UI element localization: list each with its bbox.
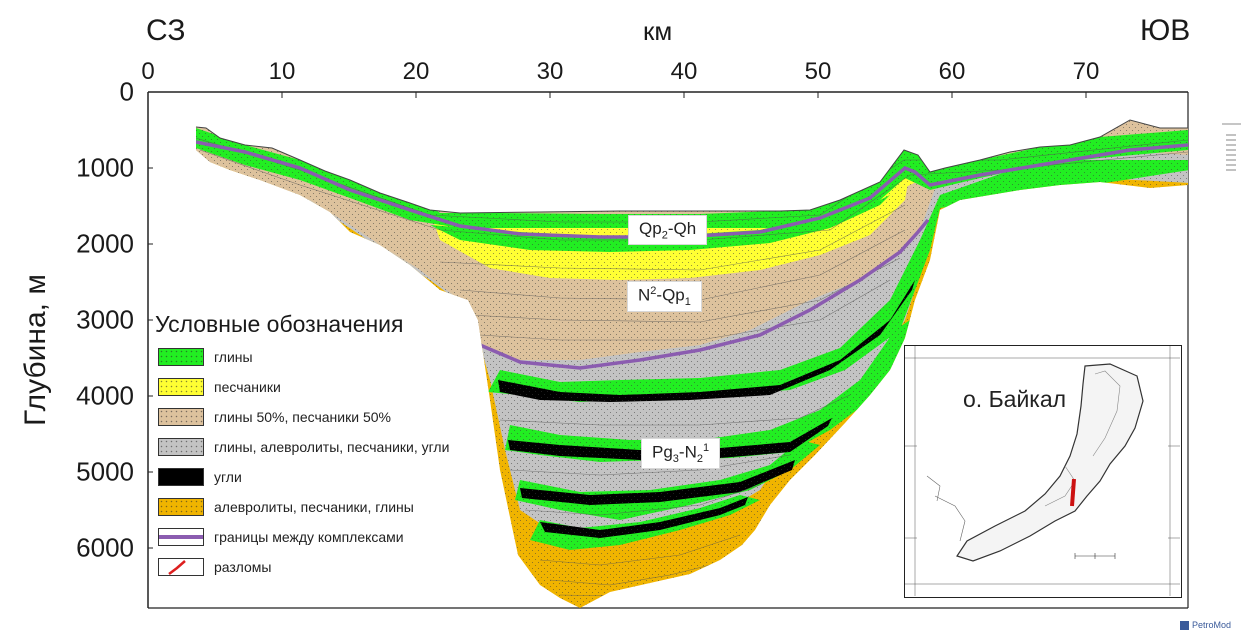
complex-label-upper: Qp2-Qh — [628, 215, 708, 246]
legend-item: алевролиты, песчаники, глины — [158, 496, 414, 518]
legend-item: глины 50%, песчаники 50% — [158, 406, 391, 428]
y-tick-label: 2000 — [76, 228, 134, 259]
legend-label: глины 50%, песчаники 50% — [214, 409, 391, 425]
petromod-logo-icon — [1179, 620, 1189, 630]
legend-label: песчаники — [214, 379, 281, 395]
legend-swatch — [158, 498, 204, 516]
x-tick-label: 70 — [1072, 58, 1100, 85]
legend-label: границы между комплексами — [214, 529, 404, 545]
legend-label: глины, алевролиты, песчаники, угли — [214, 439, 450, 455]
legend-swatch — [158, 558, 204, 576]
x-tick-label: 10 — [268, 58, 296, 85]
legend-swatch — [158, 378, 204, 396]
x-tick-label: 0 — [141, 58, 155, 85]
legend-label: глины — [214, 349, 253, 365]
complex-label-middle: N22-Qp1 — [627, 281, 702, 313]
x-tick-label: 20 — [402, 58, 430, 85]
legend-item: разломы — [158, 556, 271, 578]
legend-item: глины, алевролиты, песчаники, угли — [158, 436, 449, 458]
legend-item: границы между комплексами — [158, 526, 404, 548]
y-tick-label: 6000 — [76, 532, 134, 563]
y-tick-label: 3000 — [76, 304, 134, 335]
petromod-brand: PetroMod — [1179, 620, 1231, 630]
legend-item: глины — [158, 346, 253, 368]
legend-label: алевролиты, песчаники, глины — [214, 499, 414, 515]
lake-outline — [956, 363, 1144, 562]
x-tick-label: 60 — [938, 58, 966, 85]
legend-swatch — [158, 468, 204, 486]
legend-label: разломы — [214, 559, 272, 575]
direction-southeast: ЮВ — [1140, 14, 1191, 47]
legend-swatch — [158, 528, 204, 546]
profile-line — [1070, 478, 1076, 507]
legend-item: песчаники — [158, 376, 281, 398]
legend-swatch — [158, 438, 204, 456]
legend-swatch — [158, 408, 204, 426]
complex-label-lower: Pg3-N21 — [641, 438, 721, 470]
inset-map: о. Байкал — [904, 345, 1182, 598]
x-tick-label: 30 — [536, 58, 564, 85]
y-tick-label: 5000 — [76, 456, 134, 487]
baikal-map — [905, 346, 1180, 596]
legend-title: Условные обозначения — [155, 311, 404, 337]
legend-swatch — [158, 348, 204, 366]
x-tick-label: 50 — [804, 58, 832, 85]
legend-item: угли — [158, 466, 242, 488]
brand-label: PetroMod — [1191, 620, 1231, 630]
direction-northwest: СЗ — [146, 14, 186, 47]
y-tick-label: 1000 — [76, 152, 134, 183]
y-tick-label: 0 — [119, 76, 134, 107]
x-axis-unit: км — [643, 16, 673, 46]
y-tick-label: 4000 — [76, 380, 134, 411]
x-tick-label: 40 — [670, 58, 698, 85]
inset-map-title: о. Байкал — [963, 386, 1067, 412]
legend-label: угли — [214, 469, 242, 485]
